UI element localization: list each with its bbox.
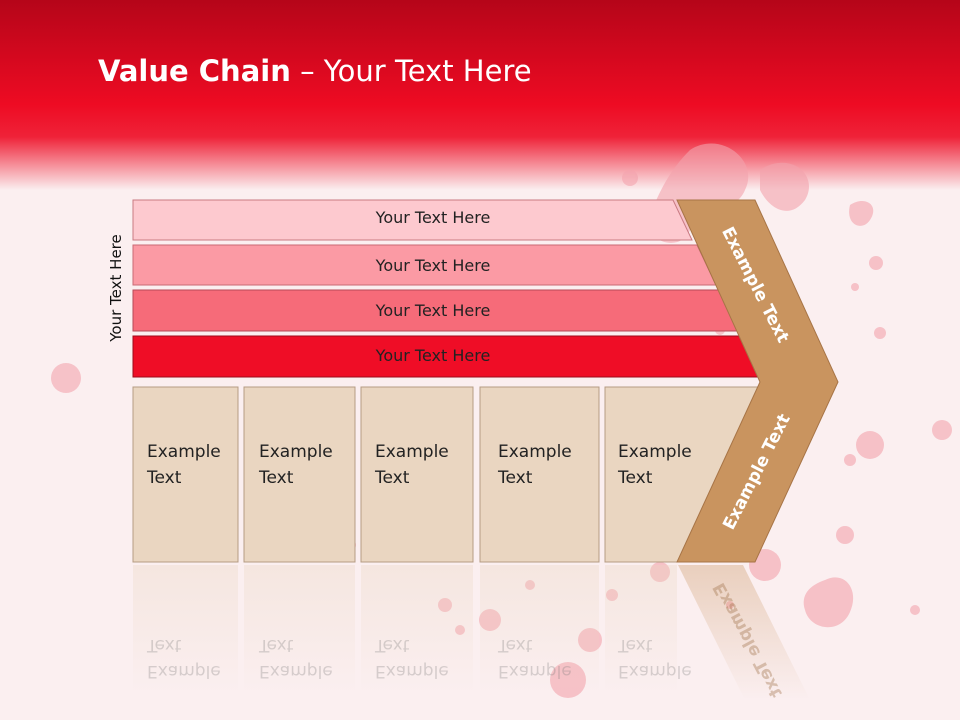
reflection-label-2-line1: Example [259,661,333,681]
title-bold: Value Chain [98,54,291,88]
activity-label-5-line1: Example [618,442,692,462]
activity-label-2-line1: Example [259,442,333,462]
layer-label-4: Your Text Here [375,346,491,365]
activity-cell-4 [479,386,600,563]
reflection-label-1-line1: Example [147,661,221,681]
activity-label-5-line2: Text [618,468,653,488]
reflection-label-4: Example Text [498,632,588,684]
reflection-label-5-line2: Text [618,635,653,655]
reflection-label-4-line1: Example [498,661,572,681]
layer-label-1: Your Text Here [375,208,491,227]
activity-label-3-line2: Text [375,468,410,488]
activity-label-3-line1: Example [375,442,449,462]
reflection-label-4-line2: Text [498,635,533,655]
activity-label-4-line1: Example [498,442,572,462]
reflection-label-3-line1: Example [375,661,449,681]
header-band [0,0,960,190]
reflection-cells [133,565,677,695]
side-label: Your Text Here [107,234,125,342]
reflection-label-2-line2: Text [259,635,294,655]
layer-bar-1 [132,199,693,241]
activity-label-1-line2: Text [147,468,182,488]
slide-title: Value Chain – Your Text Here [98,54,532,88]
title-rest: – Your Text Here [290,54,532,88]
activity-cells [132,386,761,563]
margin-chevron [676,199,839,563]
reflection-label-3: Example Text [375,632,465,684]
reflection-label-5: Example Text [618,632,708,684]
reflection-label-5-line1: Example [618,661,692,681]
layer-label-3: Your Text Here [375,301,491,320]
activity-cell-3 [360,386,474,563]
reflection-label-1-line2: Text [147,635,182,655]
activity-label-4-line2: Text [498,468,533,488]
reflection-label-1: Example Text [147,632,237,684]
reflection-label-2: Example Text [259,632,349,684]
layer-bars [132,199,763,378]
reflection-label-3-line2: Text [375,635,410,655]
activity-cell-2 [243,386,356,563]
reflection-chevron [678,565,810,700]
layer-label-2: Your Text Here [375,256,491,275]
activity-label-2-line2: Text [259,468,294,488]
activity-cell-1 [132,386,239,563]
activity-label-1-line1: Example [147,442,221,462]
